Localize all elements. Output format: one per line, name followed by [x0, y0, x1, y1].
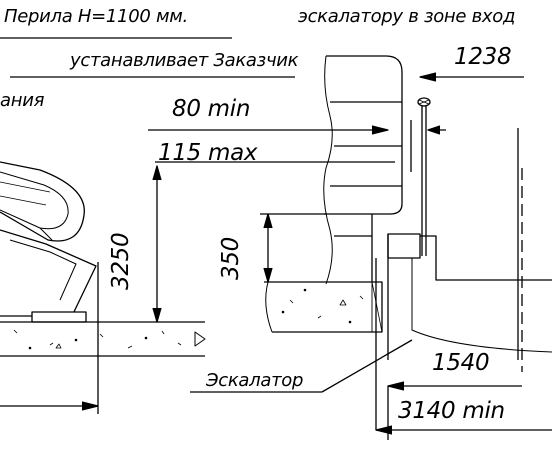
dimension-3250-line [152, 165, 162, 323]
handrail-post [417, 97, 431, 256]
left-floor-slab [0, 321, 206, 357]
dimension-bottom-left [0, 262, 99, 414]
dimension-115-max: 115 max [158, 140, 258, 166]
dimension-3140-min: 3140 min [398, 398, 505, 424]
escalator-leader [190, 339, 413, 393]
dimension-350: 350 [218, 237, 244, 280]
escalator-label: Эскалатор [206, 370, 304, 391]
dimension-3140-line [375, 425, 552, 435]
installer-note: устанавливает Заказчик [70, 50, 299, 71]
cut-word-label: ания [0, 90, 45, 111]
dimension-80-115-arrows [371, 120, 446, 172]
dimension-1540: 1540 [432, 350, 490, 376]
leader-lines-top-left [0, 37, 395, 163]
escalator-truss [0, 161, 97, 323]
dimension-1238-line [419, 72, 524, 82]
dimension-80-min: 80 min [172, 96, 251, 122]
escalator-pit [375, 128, 552, 440]
dimension-1540-line [387, 381, 522, 391]
railing-note: Перила H=1100 мм. [4, 6, 188, 27]
dimension-1238: 1238 [454, 44, 512, 70]
right-floor-slab [264, 281, 383, 333]
escalator-zone-note: эскалатору в зоне вход [298, 6, 516, 27]
railing-panel [260, 55, 403, 285]
dimension-350-line [263, 213, 273, 283]
dimension-3250: 3250 [108, 232, 134, 290]
